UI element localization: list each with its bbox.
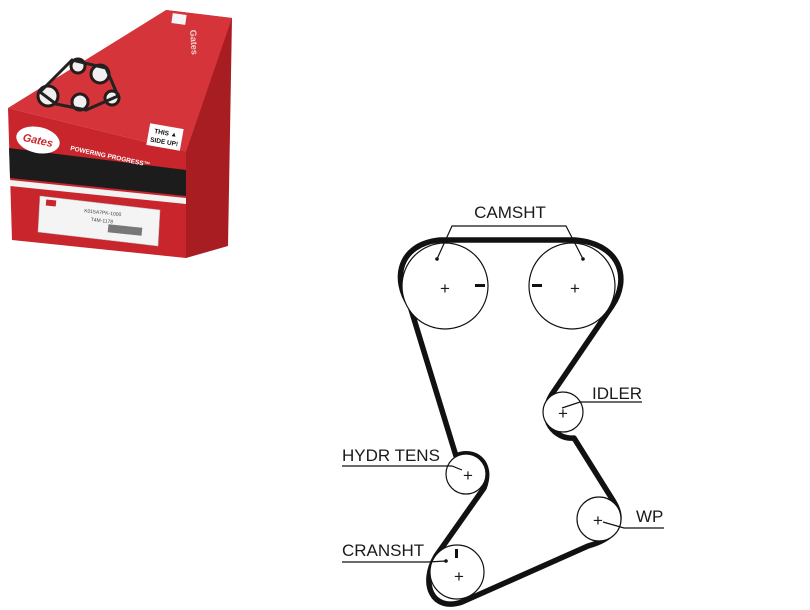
camshaft-label: CAMSHT — [474, 203, 546, 222]
box-top-face — [8, 10, 232, 152]
water-pump-leader-line — [602, 521, 664, 529]
left-camshaft-plus: + — [440, 279, 450, 298]
label-barcode — [107, 224, 143, 236]
timing-belt — [397, 237, 624, 607]
hydraulic-tensioner-pulley: + — [445, 453, 487, 495]
product-box: Gates POWERING PROGRESS™ THIS ▲ SIDE UP!… — [8, 10, 232, 258]
idler-pulley: + — [542, 391, 584, 433]
label-part-number: K015A7PK-1000 — [84, 208, 122, 218]
right-camshaft-pulley: + — [528, 242, 616, 330]
belt-drive-illustration-belt — [37, 58, 120, 112]
belt-routing-diagram: + + CAMSHT + IDLER + HYDR TENS — [342, 203, 664, 607]
orientation-label-line2: SIDE UP! — [150, 137, 179, 149]
label-code: T4M-1178 — [90, 217, 113, 225]
crankshaft-pulley: + — [429, 544, 485, 600]
idler-label: IDLER — [592, 384, 642, 403]
hydraulic-tensioner-label: HYDR TENS — [342, 446, 440, 465]
gates-logo-icon: Gates — [16, 126, 60, 154]
camshaft-leader-line — [436, 225, 584, 260]
right-camshaft-plus: + — [570, 279, 580, 298]
tensioner-plus: + — [463, 466, 473, 485]
crankshaft-leader-line — [342, 560, 447, 563]
side-brand-name: Gates — [188, 29, 200, 55]
water-pump-plus: + — [593, 511, 603, 530]
water-pump-pulley: + — [576, 496, 622, 542]
crankshaft-timing-mark — [455, 549, 458, 558]
box-white-stripe — [10, 180, 186, 204]
crankshaft-label: CRANSHT — [342, 541, 424, 560]
left-camshaft-minus — [475, 284, 485, 287]
idler-leader-line — [561, 401, 642, 409]
box-black-band — [9, 148, 186, 196]
idler-plus: + — [558, 404, 568, 423]
label-small-logo — [45, 199, 57, 207]
right-camshaft-minus — [532, 284, 542, 287]
orientation-label-line1: THIS ▲ — [154, 128, 178, 139]
tensioner-leader-line — [342, 465, 463, 471]
water-pump-label: WP — [636, 507, 663, 526]
orientation-label-bg — [146, 123, 184, 151]
left-camshaft-pulley: + — [401, 242, 489, 330]
box-corner-logo — [171, 13, 187, 25]
crankshaft-plus: + — [454, 567, 464, 586]
